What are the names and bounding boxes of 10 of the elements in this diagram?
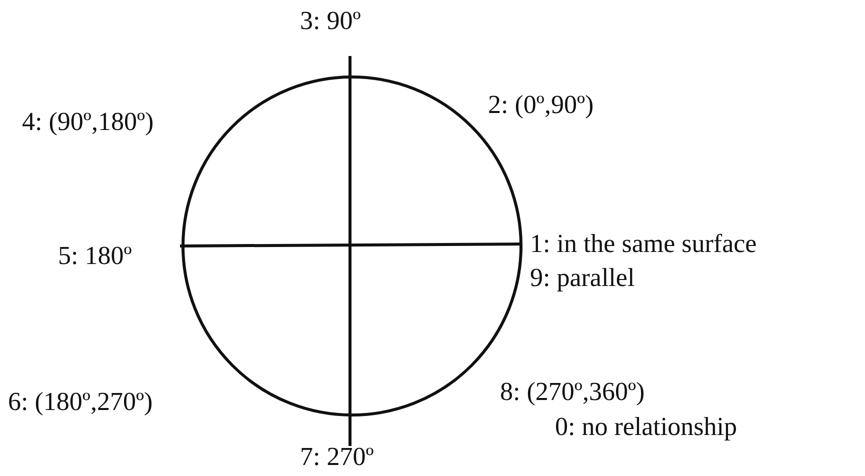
angle-label: 1: in the same surface [530,229,757,259]
angle-label: 4: (90º,180º) [22,107,154,137]
angle-label: 2: (0º,90º) [488,90,594,120]
angle-label: 8: (270º,360º) [500,377,645,407]
angle-label: 0: no relationship [555,412,737,442]
angle-label: 6: (180º,270º) [8,387,153,417]
angle-label: 3: 90º [300,6,361,36]
angle-label: 9: parallel [530,263,635,293]
angle-label: 7: 270º [300,442,374,472]
angle-label: 5: 180º [58,241,132,271]
